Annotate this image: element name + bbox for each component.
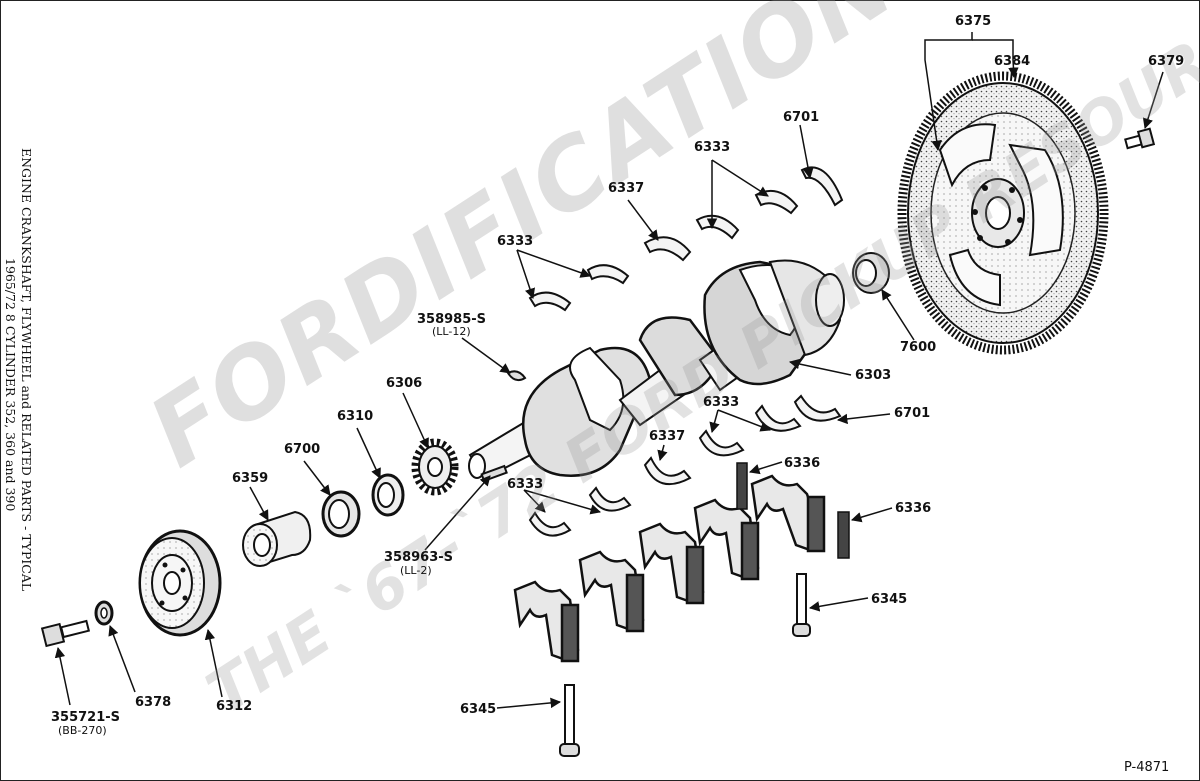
diagram-title: ENGINE CRANKSHAFT, FLYWHEEL and RELATED … (2, 148, 42, 668)
label-358963-s: 358963-S (384, 550, 454, 565)
main-cap-bolt-bottom (559, 684, 580, 757)
label-6701-mid: 6701 (894, 406, 931, 421)
label-6333-mid: 6333 (703, 395, 740, 410)
front-cover-seal (321, 490, 361, 538)
crankshaft-sprocket (411, 438, 459, 496)
crankshaft-spacer (242, 510, 312, 567)
label-355721-s-sub: (BB-270) (58, 724, 107, 737)
label-358985-s: 358985-S (417, 312, 487, 327)
title-line-2: 1965/72 8 CYLINDER 352, 360 and 390 (3, 258, 18, 512)
label-6306: 6306 (386, 376, 423, 391)
woodruff-key-upper (506, 370, 527, 382)
label-6701-top: 6701 (783, 110, 820, 125)
flywheel-bolt (1124, 127, 1156, 150)
damper-washer (94, 600, 114, 626)
label-6337-mid: 6337 (649, 429, 686, 444)
flywheel (897, 71, 1109, 355)
label-6333-left: 6333 (497, 234, 534, 249)
label-6310: 6310 (337, 409, 374, 424)
label-6333-top: 6333 (694, 140, 731, 155)
oil-slinger (371, 473, 405, 517)
label-6378: 6378 (135, 695, 172, 710)
main-bearing-caps (513, 474, 826, 663)
label-6345-bottom: 6345 (460, 702, 497, 717)
label-6337-top: 6337 (608, 181, 645, 196)
figure-id: P-4871 (1124, 760, 1170, 775)
label-6336-upper: 6336 (784, 456, 821, 471)
label-358963-s-sub: (LL-2) (400, 564, 432, 577)
label-6345-right: 6345 (871, 592, 908, 607)
rear-main-seal-upper (736, 462, 748, 510)
label-6312: 6312 (216, 699, 253, 714)
crankshaft (468, 259, 845, 480)
label-7600: 7600 (900, 340, 937, 355)
title-line-1: ENGINE CRANKSHAFT, FLYWHEEL and RELATED … (19, 148, 34, 592)
leader-lines (54, 32, 1164, 709)
label-6333-low: 6333 (507, 477, 544, 492)
main-cap-bolt-right (792, 573, 811, 637)
label-6379: 6379 (1148, 54, 1185, 69)
label-6359: 6359 (232, 471, 269, 486)
label-358985-s-sub: (LL-12) (432, 325, 471, 338)
label-6384: 6384 (994, 54, 1031, 69)
label-6375: 6375 (955, 14, 992, 29)
vibration-damper (138, 529, 222, 637)
label-6700: 6700 (284, 442, 321, 457)
label-6303: 6303 (855, 368, 892, 383)
damper-bolt (40, 619, 91, 648)
bearing-shells-lower (528, 394, 842, 537)
rear-main-seal-lower (837, 511, 850, 559)
label-355721-s: 355721-S (51, 710, 121, 725)
pilot-bearing (852, 252, 890, 294)
label-6336-lower: 6336 (895, 501, 932, 516)
